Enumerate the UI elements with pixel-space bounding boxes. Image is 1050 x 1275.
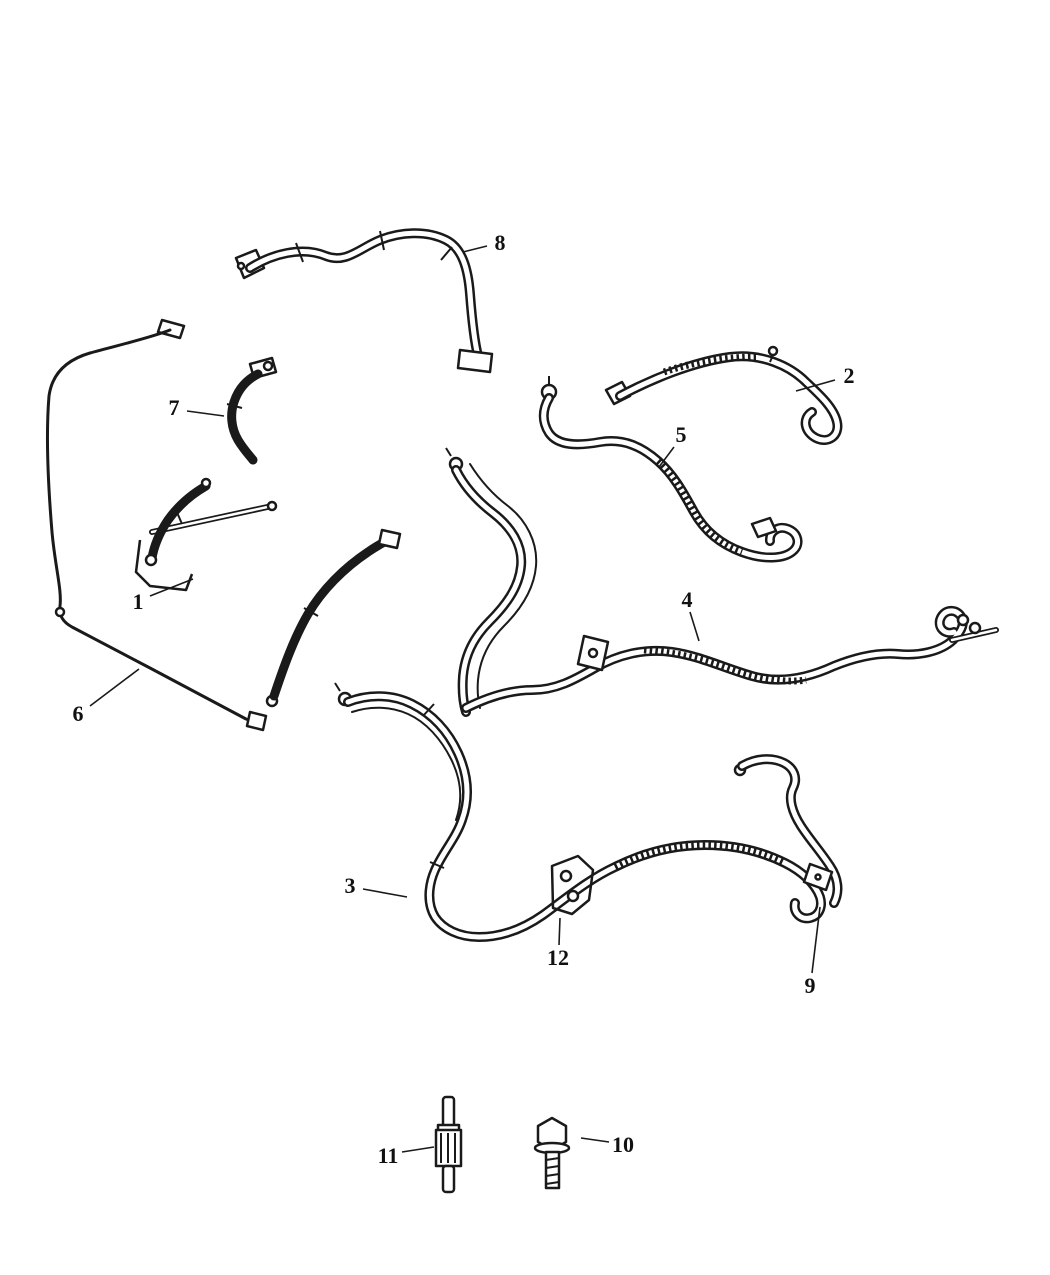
callout-2: 2 [843,363,855,388]
callout-leader-5 [658,446,675,468]
center-left-hose-shape [303,607,319,617]
part-8-hose-shape [440,246,453,261]
part-4-hose-assembly-shape [643,646,807,685]
part-4-hose-assembly-shape [950,628,998,642]
part-1-assembly-shape [147,481,211,563]
part-11-stud [434,1095,463,1194]
part-10-bolt-shape [544,1150,561,1190]
part-1-assembly-shape [200,477,212,489]
callout-leader-12 [558,917,561,946]
callout-leader-11 [401,1146,435,1153]
part-5-hose [538,376,803,563]
part-3-hose-assembly-shape [351,706,462,821]
part-4-hose-assembly-shape [453,467,524,715]
part-1-assembly-shape [134,539,194,592]
part-1-assembly-shape [266,500,278,512]
part-3-hose-assembly-shape [422,703,435,717]
part-2-hose-shape [617,353,840,443]
part-8-hose-shape [379,230,385,251]
callout-leader-4 [689,611,700,642]
part-8-hose-shape [236,261,246,271]
part-11-stud-shape [441,1164,456,1194]
part-2-hose-shape [769,354,774,363]
part-12-bracket-shape [559,869,573,883]
part-3-hose-assembly-shape [334,682,341,692]
callout-leader-9 [811,906,821,974]
part-9-hose-shape [814,873,822,881]
part-4-hose-assembly-shape [463,608,966,711]
part-12-bracket-shape [550,854,595,916]
part-6-tube-shape [245,710,268,732]
callout-3: 3 [344,873,356,898]
callout-leader-7 [186,410,225,417]
part-5-hose-shape [655,458,744,556]
part-7-hose-shape [227,369,263,465]
part-9-hose-shape [739,756,840,906]
callout-12: 12 [547,945,569,970]
part-4-hose-assembly-shape [968,621,982,635]
part-7-hose [226,356,278,465]
center-left-hose [265,528,402,708]
callout-8: 8 [494,230,506,255]
part-1-assembly-shape [150,504,274,534]
part-3-hose-assembly-shape [429,861,445,869]
callout-5: 5 [675,422,687,447]
part-12-bracket [550,854,595,916]
part-4-hose-assembly-shape [587,647,599,659]
part-10-bolt-shape [545,1165,560,1169]
part-7-hose-shape [226,403,243,409]
part-10-bolt [533,1116,571,1190]
part-10-bolt-shape [545,1173,560,1177]
part-10-bolt-shape [545,1181,560,1185]
part-2-hose-shape [662,353,757,376]
part-9-hose [733,754,843,908]
part-12-bracket-shape [566,889,580,903]
callout-11: 11 [377,1143,399,1168]
callout-leader-1 [149,578,194,597]
part-4-hose-assembly-shape [956,613,970,627]
center-left-hose-shape [377,528,402,550]
part-1-assembly [134,477,278,592]
part-5-hose-shape [750,516,778,539]
part-8-hose-shape [247,230,481,359]
callout-7: 7 [168,395,180,420]
callout-leader-3 [362,888,408,898]
callout-6: 6 [72,701,84,726]
part-6-tube-shape [54,606,66,618]
callout-leader-2 [795,379,836,392]
part-8-hose-shape [295,242,304,263]
callout-leader-8 [462,245,488,253]
callout-leader-10 [580,1137,610,1143]
part-1-assembly-shape [175,509,183,525]
part-10-bolt-shape [545,1157,560,1161]
part-4-hose-assembly-shape [469,463,538,709]
part-4-hose-assembly [445,447,999,717]
part-4-hose-assembly-shape [445,447,452,457]
part-3-hose-assembly-shape [613,841,787,871]
callout-leader-6 [89,668,140,707]
callout-1: 1 [132,589,144,614]
part-8-hose [234,228,494,374]
callout-9: 9 [804,973,816,998]
part-2-hose [604,345,843,445]
part-10-bolt-shape [536,1116,568,1152]
part-6-tube [46,318,268,732]
callout-4: 4 [681,587,693,612]
part-8-hose-shape [456,348,494,374]
callout-10: 10 [612,1132,634,1157]
part-7-hose-shape [262,360,274,372]
part-1-assembly-shape [144,553,158,567]
